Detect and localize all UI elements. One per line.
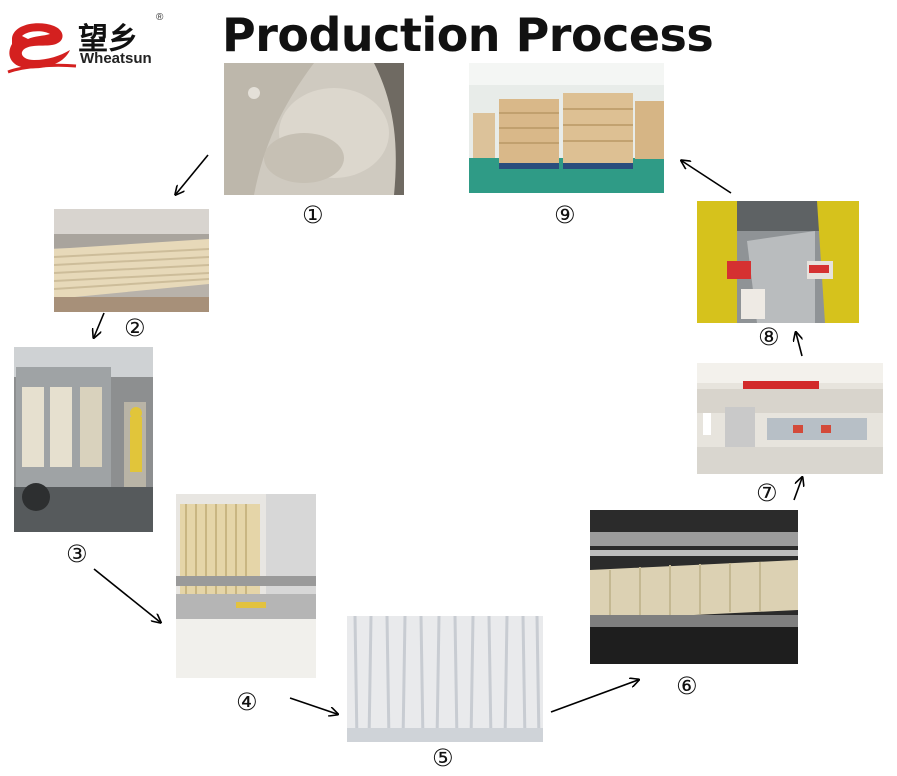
wheatsun-logo: [4, 14, 174, 74]
page-title: Production Process: [222, 8, 714, 62]
brand-chinese-name: 望乡: [78, 22, 138, 57]
step-6-label: ⑥: [676, 672, 698, 700]
arrow-5-to-6: [550, 680, 638, 713]
noodle-hanging-machine-photo: [176, 494, 316, 678]
logo-emblem-icon: [7, 23, 77, 74]
warehouse-cartons-photo: [469, 63, 664, 193]
step-9-label: ⑨: [554, 201, 576, 229]
arrow-8-to-9: [682, 161, 732, 194]
step-5-label: ⑤: [432, 744, 454, 772]
dough-sheets-photo: [54, 209, 209, 312]
manual-packing-photo: [697, 201, 859, 323]
step-8-label: ⑧: [758, 323, 780, 351]
arrow-6-to-7: [793, 478, 802, 501]
drying-room-photo: [14, 347, 153, 532]
registered-mark: ®: [156, 12, 164, 23]
step-1-label: ①: [302, 201, 324, 229]
step-2-label: ②: [124, 314, 146, 342]
flour-mixing-photo: [224, 63, 404, 195]
step-3-label: ③: [66, 540, 88, 568]
step-7-label: ⑦: [756, 479, 778, 507]
brand-english-name: Wheatsun: [80, 50, 152, 67]
arrow-3-to-4: [93, 568, 160, 622]
arrow-1-to-2: [176, 154, 209, 194]
cutting-machine-photo: [590, 510, 798, 664]
step-4-label: ④: [236, 688, 258, 716]
packing-workshop-photo: [697, 363, 883, 474]
arrow-7-to-8: [796, 333, 802, 357]
hanging-noodles-photo: [347, 616, 543, 742]
arrow-4-to-5: [289, 697, 337, 714]
arrow-2-to-3: [94, 312, 105, 337]
